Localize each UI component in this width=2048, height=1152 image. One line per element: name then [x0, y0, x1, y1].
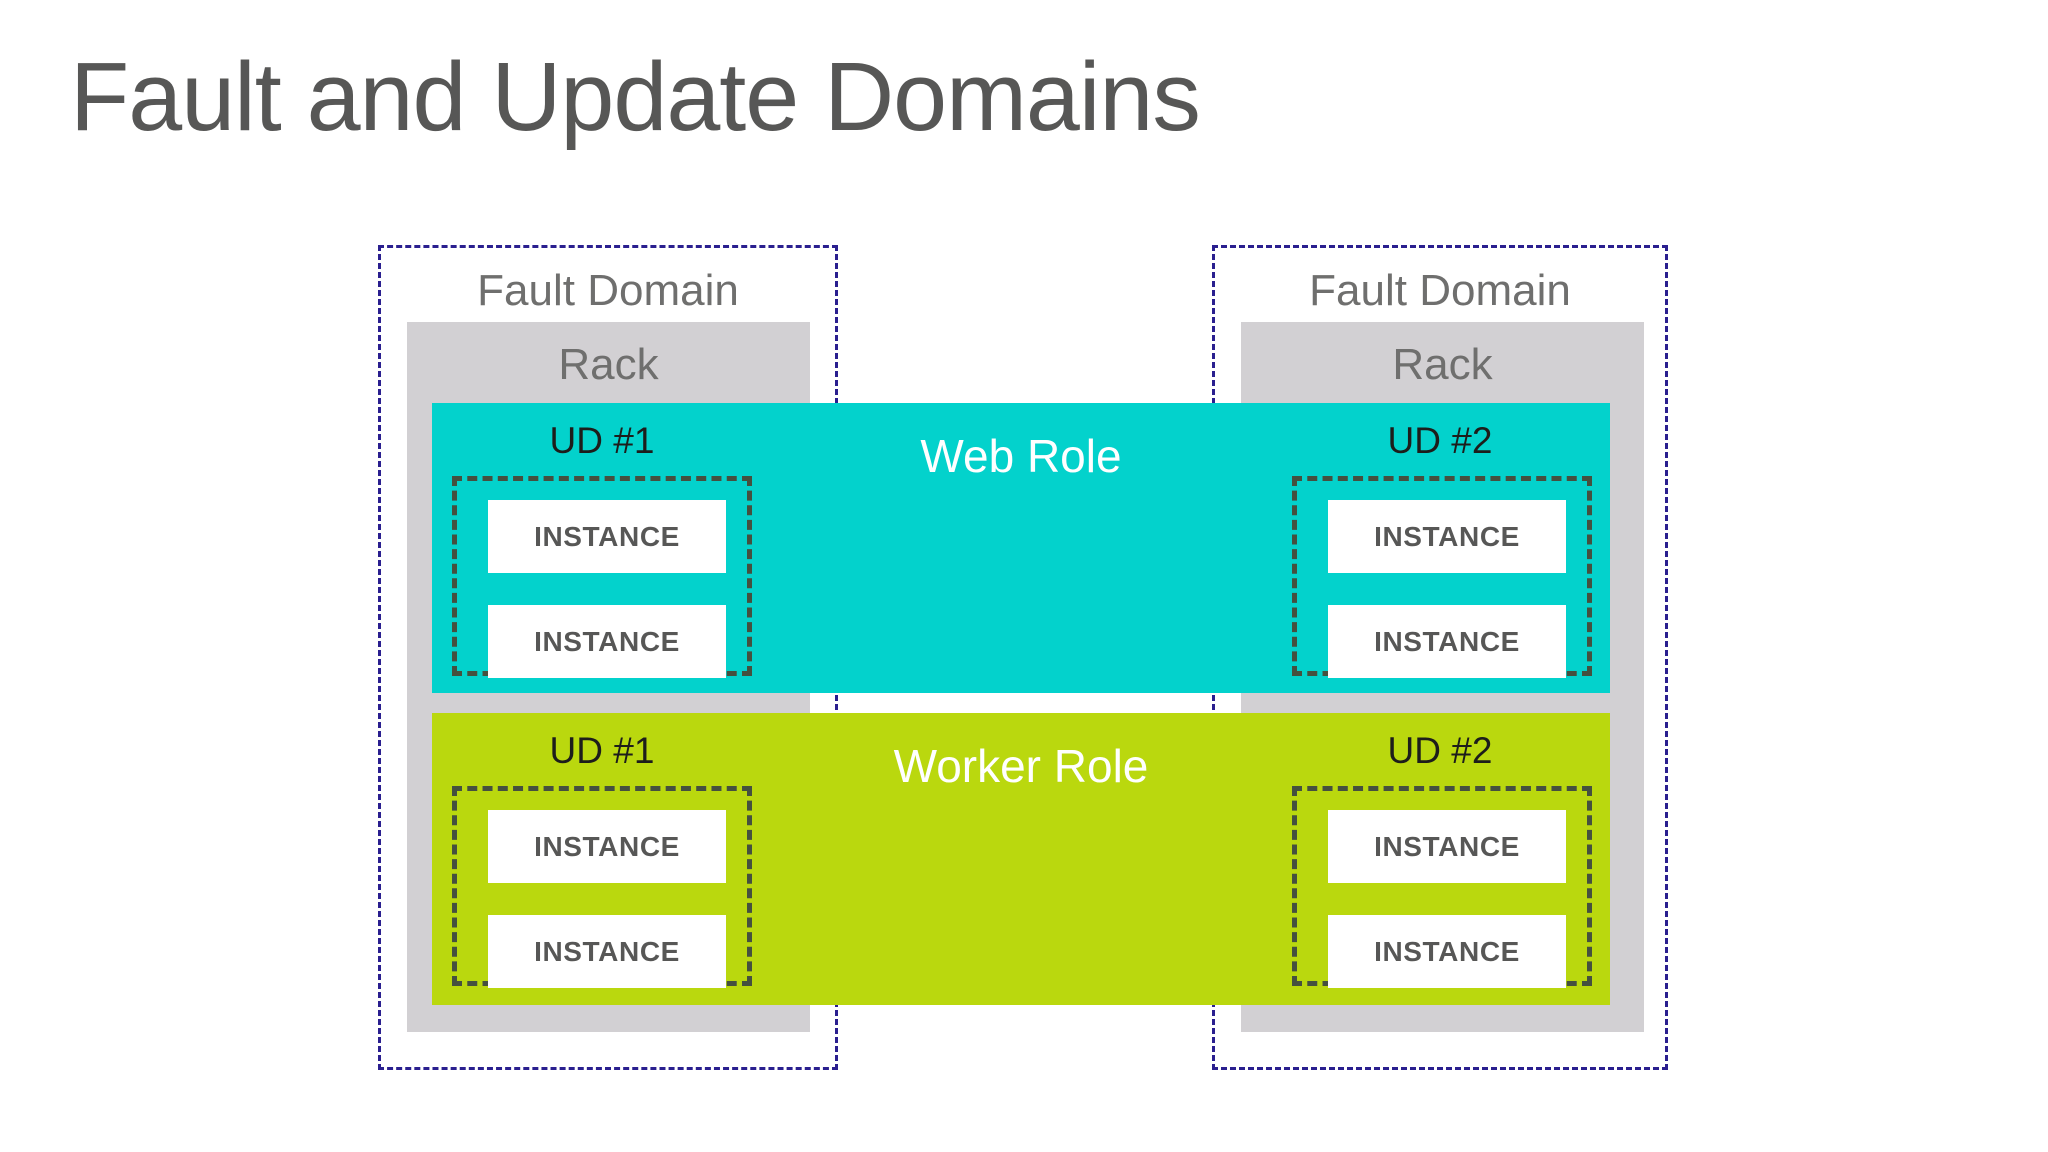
- worker-role-band: Worker Role UD #1 INSTANCE INSTANCE UD #…: [432, 713, 1610, 1005]
- web-role-ud-1-label: UD #1: [549, 420, 655, 461]
- worker-role-ud-1-group: UD #1 INSTANCE INSTANCE: [432, 713, 772, 1005]
- web-role-band: Web Role UD #1 INSTANCE INSTANCE UD #2 I…: [432, 403, 1610, 693]
- instance-box[interactable]: INSTANCE: [488, 500, 726, 573]
- worker-role-ud-2-boundary: INSTANCE INSTANCE: [1292, 786, 1592, 988]
- web-role-ud-1-boundary: INSTANCE INSTANCE: [452, 476, 752, 678]
- instance-box[interactable]: INSTANCE: [488, 605, 726, 678]
- worker-role-title: Worker Role: [893, 740, 1149, 792]
- instance-box[interactable]: INSTANCE: [488, 810, 726, 883]
- instance-box[interactable]: INSTANCE: [1328, 810, 1566, 883]
- instance-box[interactable]: INSTANCE: [1328, 500, 1566, 573]
- page-title: Fault and Update Domains: [70, 42, 1201, 151]
- worker-role-ud-2-label: UD #2: [1387, 730, 1493, 771]
- instance-box[interactable]: INSTANCE: [1328, 605, 1566, 678]
- web-role-ud-2-label: UD #2: [1387, 420, 1493, 461]
- worker-role-ud-1-label: UD #1: [549, 730, 655, 771]
- rack-left-label: Rack: [558, 340, 659, 389]
- fault-domain-right-label: Fault Domain: [1309, 266, 1571, 315]
- web-role-ud-2-group: UD #2 INSTANCE INSTANCE: [1270, 403, 1610, 693]
- worker-role-ud-2-group: UD #2 INSTANCE INSTANCE: [1270, 713, 1610, 1005]
- rack-right-label: Rack: [1392, 340, 1493, 389]
- web-role-ud-2-boundary: INSTANCE INSTANCE: [1292, 476, 1592, 678]
- fault-domain-left-label: Fault Domain: [477, 266, 739, 315]
- instance-box[interactable]: INSTANCE: [488, 915, 726, 988]
- web-role-title: Web Role: [920, 430, 1122, 482]
- worker-role-ud-1-boundary: INSTANCE INSTANCE: [452, 786, 752, 988]
- instance-box[interactable]: INSTANCE: [1328, 915, 1566, 988]
- web-role-ud-1-group: UD #1 INSTANCE INSTANCE: [432, 403, 772, 693]
